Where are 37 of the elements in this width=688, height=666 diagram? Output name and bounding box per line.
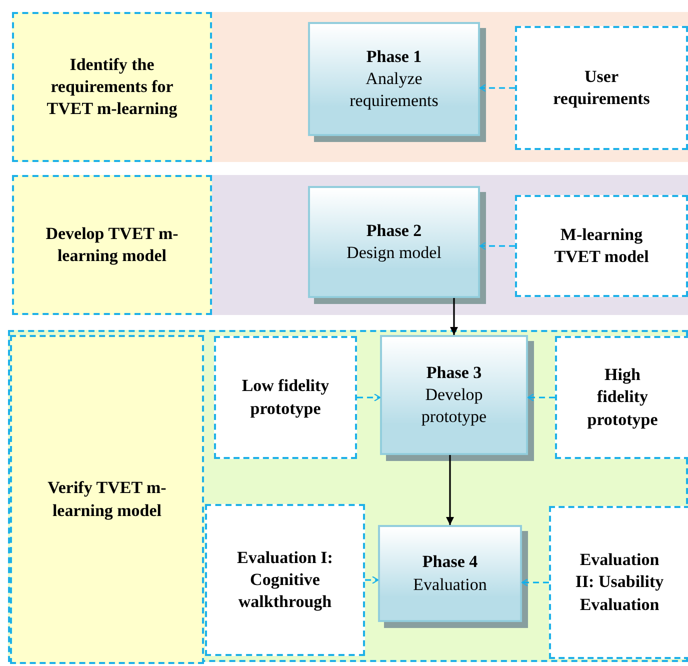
phase-description: Design model <box>346 242 442 264</box>
callout-pointer <box>365 576 379 584</box>
callout-text: M-learning TVET model <box>553 224 650 268</box>
phase-title: Phase 4 <box>422 551 478 574</box>
arrow <box>446 455 454 525</box>
callout-text: Low fidelity prototype <box>240 375 330 420</box>
stage-label: Verify TVET m-learning model <box>46 477 168 522</box>
callout-text: Evaluation I: Cognitive walkthrough <box>236 546 334 614</box>
band-background <box>8 330 688 662</box>
callout-pointer <box>527 393 555 402</box>
callout-text: Evaluation II: Usability Evaluation <box>574 549 665 616</box>
phase-title: Phase 1 <box>366 46 422 68</box>
callout-box <box>515 195 688 297</box>
stage-label: Develop TVET m-learning model <box>44 222 180 267</box>
callout-pointer <box>479 242 515 250</box>
callout-box <box>555 336 688 459</box>
phase-description: Evaluation <box>413 574 487 596</box>
callout-text: User requirements <box>552 66 651 110</box>
callout-box <box>515 26 688 150</box>
phase-title: Phase 3 <box>426 362 482 384</box>
band-background <box>12 12 688 162</box>
arrow <box>450 298 458 335</box>
callout-box <box>549 506 688 659</box>
callout-box <box>214 336 357 459</box>
callout-text: High fidelity prototype <box>586 364 659 431</box>
stage-label-box <box>10 335 204 664</box>
band-background <box>12 175 688 315</box>
callout-pointer <box>479 84 515 92</box>
stage-label: Identify the requirements for TVET m-learning <box>46 54 178 120</box>
phase-description: Develop prototype <box>420 384 488 428</box>
callout-pointer <box>521 578 549 587</box>
phase-description: Analyze requirements <box>348 68 440 112</box>
phase-title: Phase 2 <box>366 220 422 242</box>
callout-box <box>205 504 365 656</box>
callout-pointer <box>357 393 381 402</box>
stage-label-box <box>12 12 212 162</box>
stage-label-box <box>12 175 212 315</box>
